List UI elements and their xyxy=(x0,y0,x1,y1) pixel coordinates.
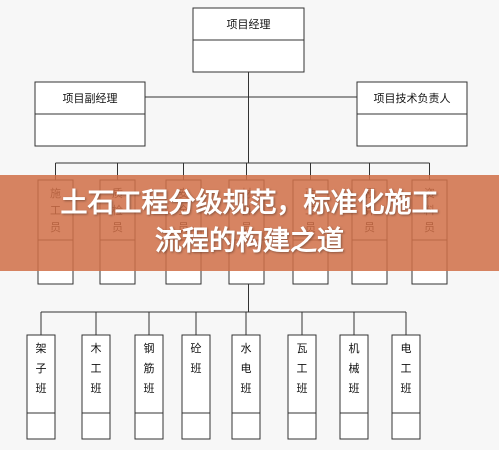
node-team-char: 工 xyxy=(297,362,308,375)
node-team-char: 木 xyxy=(91,342,102,355)
banner-title: 土石工程分级规范，标准化施工流程的构建之道 xyxy=(60,188,439,257)
node-team-char: 水 xyxy=(241,342,252,355)
node-team-char: 电 xyxy=(401,342,412,355)
node-team-char: 班 xyxy=(91,382,102,395)
node-team-char: 筋 xyxy=(144,361,155,375)
node-team-char: 班 xyxy=(36,382,47,395)
node-deputy-label: 项目技术负责人 xyxy=(374,91,451,105)
node-team-box xyxy=(26,334,56,440)
node-team-char: 工 xyxy=(91,362,102,375)
node-team-box xyxy=(391,334,421,440)
node-team-char: 电 xyxy=(241,362,252,375)
node-team-char: 机 xyxy=(349,341,360,355)
node-team-box xyxy=(81,334,111,440)
node-team-box xyxy=(339,334,369,440)
node-deputy-label: 项目副经理 xyxy=(63,92,118,105)
node-team-char: 砼 xyxy=(191,342,202,355)
node-team-char: 械 xyxy=(349,361,360,375)
node-team-char: 钢 xyxy=(144,342,155,355)
node-team-char: 班 xyxy=(144,382,155,395)
node-top-label: 项目经理 xyxy=(227,18,271,31)
node-team-char: 架 xyxy=(36,342,47,355)
node-team-box xyxy=(181,334,211,440)
node-team-char: 班 xyxy=(401,382,412,395)
node-team-char: 子 xyxy=(36,362,47,375)
node-team-char: 班 xyxy=(191,362,202,375)
node-team-box xyxy=(287,334,317,440)
title-banner: 土石工程分级规范，标准化施工流程的构建之道 xyxy=(0,175,499,271)
node-team-char: 班 xyxy=(297,382,308,395)
node-team-char: 班 xyxy=(241,382,252,395)
node-team-box xyxy=(231,334,261,440)
node-team-box xyxy=(134,334,164,440)
node-team-char: 班 xyxy=(349,382,360,395)
node-team-char: 工 xyxy=(401,362,412,375)
node-team-char: 瓦 xyxy=(297,342,308,355)
